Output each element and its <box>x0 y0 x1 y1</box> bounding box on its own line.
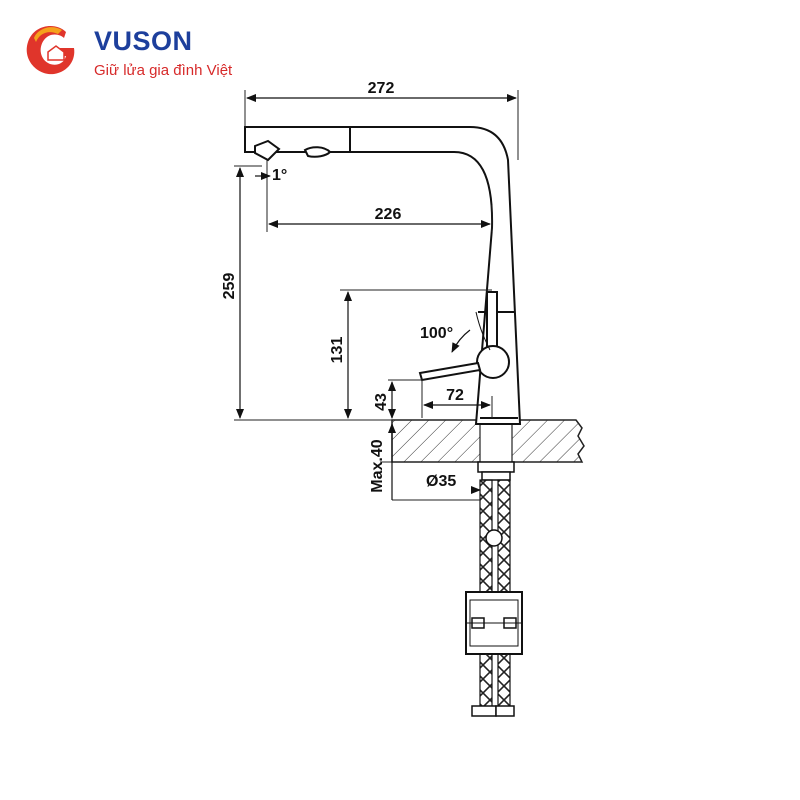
dimension-labels: 272 1° 226 259 131 100° 43 72 Max.40 Ø35 <box>221 80 464 493</box>
label-lever-angle: 100° <box>420 325 453 342</box>
vuson-logo-mark-icon <box>26 26 75 75</box>
label-base-height: 43 <box>373 393 390 411</box>
dimension-lines <box>236 94 517 500</box>
vuson-logo: VUSON Giữ lửa gia đình Việt <box>18 18 258 88</box>
countertop <box>391 419 585 463</box>
label-total-height: 259 <box>221 273 238 300</box>
label-max-counter-thickness: Max.40 <box>369 439 386 492</box>
dim-lever-angle-arc <box>451 329 471 353</box>
brand-name: VUSON <box>94 26 193 56</box>
label-spout-reach: 226 <box>375 206 402 223</box>
brand-tagline: Giữ lửa gia đình Việt <box>94 62 233 79</box>
supply-hoses <box>465 461 523 717</box>
label-total-width: 272 <box>368 80 395 97</box>
label-lever-height: 131 <box>329 337 346 364</box>
label-lever-length: 72 <box>446 387 464 404</box>
label-spout-angle: 1° <box>272 167 287 184</box>
label-hole-diameter: Ø35 <box>426 473 456 490</box>
extension-lines <box>234 90 519 501</box>
